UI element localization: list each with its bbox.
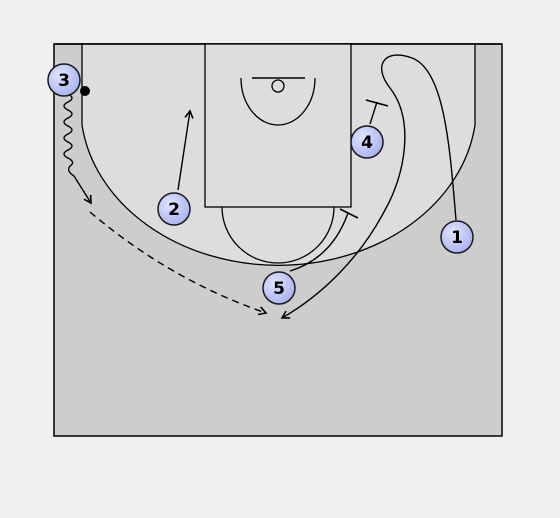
free-throw-circle (221, 206, 335, 264)
p5-screen-path (289, 212, 349, 272)
player-4[interactable]: 4 (350, 125, 384, 159)
p4-screen-path (369, 101, 378, 125)
player-1-token (440, 220, 474, 254)
player-2[interactable]: 2 (157, 192, 191, 226)
p5-screen-bar (339, 208, 359, 219)
p3-pass-path (89, 211, 268, 316)
player-5[interactable]: 5 (262, 271, 296, 305)
player-3-label: 3 (58, 71, 70, 91)
player-1-label: 1 (451, 228, 463, 248)
player-3-token (47, 63, 81, 97)
player-2-label: 2 (168, 200, 180, 220)
p4-screen-bar (365, 99, 389, 107)
player-5-label: 5 (273, 279, 285, 299)
player-4-label: 4 (361, 133, 373, 153)
restricted-arc (240, 77, 316, 126)
ball-icon (80, 86, 90, 96)
player-4-token (350, 125, 384, 159)
player-1[interactable]: 1 (440, 220, 474, 254)
p1-cut-path (280, 54, 457, 319)
player-3[interactable]: 3 (47, 63, 90, 97)
p3-dribble-path (63, 93, 92, 205)
p2-cut-path (177, 109, 194, 191)
player-5-token (262, 271, 296, 305)
rim (271, 79, 285, 93)
player-2-token (157, 192, 191, 226)
